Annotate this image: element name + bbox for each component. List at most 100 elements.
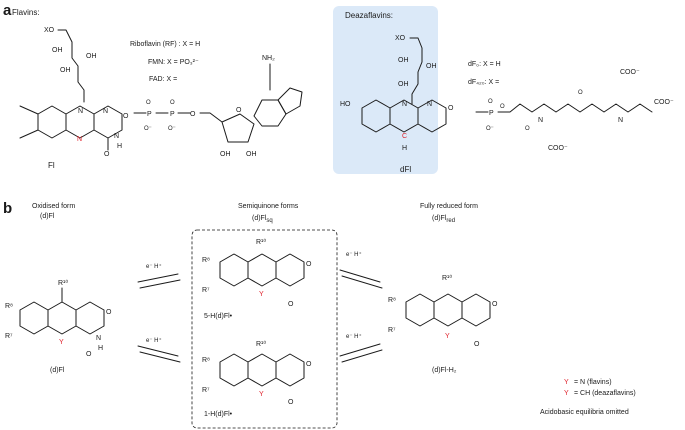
svg-text:Y: Y [259, 391, 264, 398]
svg-text:P: P [147, 111, 152, 118]
svg-text:OH: OH [246, 151, 257, 158]
reduced-title: Fully reduced form [420, 203, 478, 210]
svg-text:R⁷: R⁷ [388, 327, 396, 334]
svg-text:R⁸: R⁸ [5, 303, 13, 310]
riboflavin-def: Riboflavin (RF) : X = H [130, 41, 200, 48]
svg-text:O: O [500, 104, 505, 110]
svg-text:O⁻: O⁻ [168, 126, 176, 132]
sq1-structure: R¹⁰ R⁸ R⁷ Y O O [202, 340, 312, 406]
panel-b-label: b [3, 200, 12, 217]
svg-text:OH: OH [398, 57, 409, 64]
svg-text:P: P [170, 111, 175, 118]
svg-text:O: O [525, 126, 530, 132]
semiquinone-title: Semiquinone forms [238, 203, 299, 210]
svg-text:O: O [106, 309, 112, 316]
fad-def: FAD: X = [149, 76, 177, 83]
svg-text:O: O [104, 151, 110, 158]
svg-text:O: O [474, 341, 480, 348]
svg-text:OH: OH [398, 81, 409, 88]
svg-text:COO⁻: COO⁻ [548, 145, 568, 152]
svg-text:O: O [170, 100, 175, 106]
deazaflavin-structure: XO OH OH OH HO N C H N O [340, 35, 454, 152]
svg-text:R¹⁰: R¹⁰ [256, 340, 266, 348]
deazaflavin-highlight-box [333, 6, 438, 174]
svg-text:N: N [103, 108, 108, 115]
df420-def: dF₄₂₀: X = [468, 79, 499, 86]
df0-def: dF₀: X = H [468, 61, 501, 68]
svg-text:P: P [489, 110, 494, 117]
sq1-label: 1-H(d)Fl• [204, 411, 233, 418]
reduced-sub: (d)Flred [432, 215, 455, 224]
fl-label: Fl [48, 161, 55, 170]
arrow-sq1-to-red: e⁻ H⁺ [339, 333, 383, 363]
svg-text:R⁸: R⁸ [388, 297, 396, 304]
reduced-flavin-structure: R¹⁰ R⁸ R⁷ Y O O [388, 274, 498, 348]
svg-text:N: N [427, 101, 432, 108]
svg-text:O: O [306, 261, 312, 268]
sq5-structure: R¹⁰ R⁸ R⁷ Y O O [202, 238, 312, 308]
svg-text:R⁷: R⁷ [202, 287, 210, 294]
svg-text:COO⁻: COO⁻ [620, 69, 640, 76]
footnote: Acidobasic equilibria omitted [540, 409, 629, 416]
svg-text:Y: Y [445, 333, 450, 340]
semiquinone-box [191, 229, 338, 429]
svg-text:e⁻ H⁺: e⁻ H⁺ [146, 263, 162, 270]
svg-text:O: O [288, 301, 294, 308]
svg-text:= CH (deazaflavins): = CH (deazaflavins) [574, 390, 636, 397]
svg-text:Y: Y [564, 390, 569, 397]
svg-text:O: O [492, 301, 498, 308]
svg-text:O: O [578, 90, 583, 96]
svg-text:OH: OH [52, 47, 63, 54]
arrow-sq5-to-red: e⁻ H⁺ [339, 251, 383, 289]
svg-text:H: H [402, 145, 407, 152]
svg-text:Y: Y [564, 379, 569, 386]
svg-text:R⁸: R⁸ [202, 357, 210, 364]
svg-text:O: O [288, 399, 294, 406]
svg-text:e⁻ H⁺: e⁻ H⁺ [146, 337, 162, 344]
flavins-heading: Flavins: [12, 8, 40, 17]
panel-a-label: a [3, 2, 12, 19]
svg-text:NH₂: NH₂ [262, 55, 275, 62]
svg-text:O: O [123, 113, 129, 120]
f420-tail-structure: P O O⁻ O N N O O COO⁻ COO⁻ COO⁻ [475, 69, 674, 152]
svg-text:O: O [448, 105, 454, 112]
oxidised-flavin-structure: R¹⁰ R⁸ R⁷ Y O N H O [5, 279, 112, 358]
svg-text:Y: Y [259, 291, 264, 298]
arrow-ox-to-sq1: e⁻ H⁺ [137, 337, 181, 363]
dfl-label: dFl [400, 165, 411, 174]
svg-text:R¹⁰: R¹⁰ [256, 238, 266, 246]
svg-text:R¹⁰: R¹⁰ [442, 274, 452, 282]
svg-text:N: N [538, 117, 543, 124]
svg-text:OH: OH [86, 53, 97, 60]
svg-text:R⁸: R⁸ [202, 257, 210, 264]
svg-text:R⁷: R⁷ [5, 333, 13, 340]
svg-text:N: N [402, 101, 407, 108]
svg-text:O: O [236, 107, 242, 114]
svg-text:OH: OH [426, 63, 437, 70]
svg-text:OH: OH [220, 151, 231, 158]
svg-text:OH: OH [60, 67, 71, 74]
svg-text:O⁻: O⁻ [144, 126, 152, 132]
flavin-ribityl-chain: XO OH OH OH [44, 27, 97, 103]
arrow-ox-to-sq5: e⁻ H⁺ [137, 263, 181, 289]
semiquinone-sub: (d)Flsq [252, 215, 273, 224]
svg-text:XO: XO [44, 27, 55, 34]
svg-text:O: O [190, 111, 196, 118]
svg-text:HO: HO [340, 101, 351, 108]
svg-text:H: H [117, 143, 122, 150]
svg-text:O: O [146, 100, 151, 106]
svg-text:O: O [306, 361, 312, 368]
oxidised-label: (d)Fl [50, 367, 65, 374]
svg-text:R⁷: R⁷ [202, 387, 210, 394]
svg-text:COO⁻: COO⁻ [654, 99, 674, 106]
svg-text:N: N [618, 117, 623, 124]
svg-text:O⁻: O⁻ [486, 126, 494, 132]
svg-text:O: O [488, 99, 493, 105]
svg-text:N: N [96, 335, 101, 342]
deaza-carbon: C [402, 133, 407, 140]
svg-text:N: N [77, 136, 82, 143]
svg-text:= N (flavins): = N (flavins) [574, 379, 612, 386]
sq5-label: 5-H(d)Fl• [204, 313, 233, 320]
svg-text:e⁻ H⁺: e⁻ H⁺ [346, 333, 362, 340]
